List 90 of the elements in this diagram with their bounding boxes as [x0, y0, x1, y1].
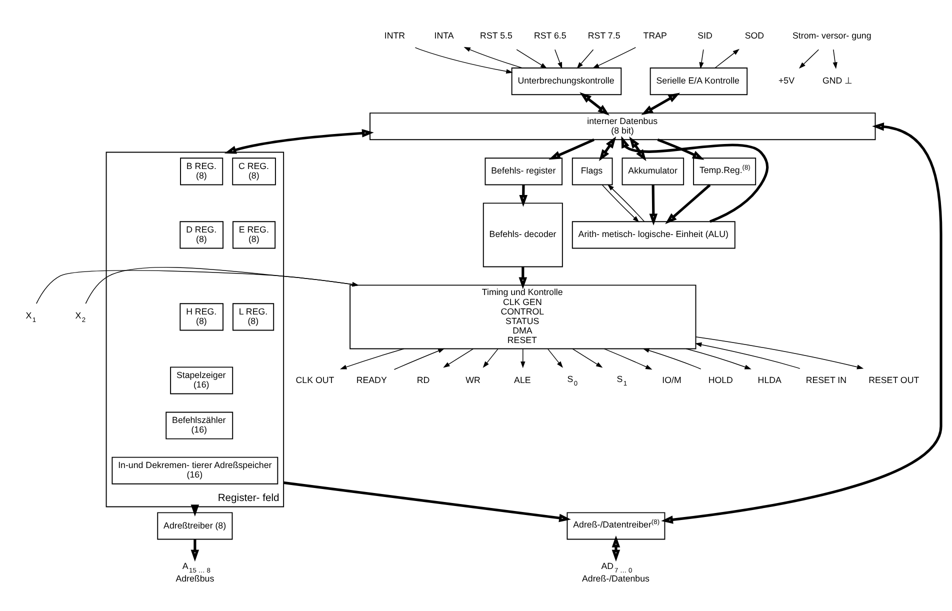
node-text: IO/M: [662, 374, 682, 385]
node-text: SOD: [744, 30, 764, 41]
arrow: [695, 336, 864, 370]
node-text: RESET OUT: [868, 374, 920, 385]
node-box: Stapelzeiger (16): [170, 366, 234, 394]
node-text: GND ⊥: [822, 76, 853, 86]
node-box: Adreßtreiber (8): [157, 512, 233, 540]
node-box: Timing und Kontrolle CLK GEN CONTROL STATUS DMA RESET: [350, 284, 696, 350]
arrow: [576, 49, 594, 69]
node-text: RST 6.5: [534, 30, 566, 41]
node-box: Temp.Reg.$^{(8)}$: [693, 158, 756, 186]
node-box: Arith- metisch- logische- Einheit (ALU): [572, 221, 736, 249]
node-box: Serielle E/A Kontrolle: [650, 68, 748, 96]
node-text: X$_{2}$: [75, 310, 86, 324]
arrow: [283, 481, 571, 522]
node-text: CLK OUT: [296, 374, 334, 385]
arrow: [657, 138, 704, 160]
arrow: [699, 49, 704, 69]
node-text: Strom- versor- gung: [792, 30, 872, 41]
node-box: interner Datenbus (8 bit): [370, 112, 876, 140]
arrow: [592, 47, 636, 68]
arrow: [520, 348, 526, 368]
node-text: RESET IN: [806, 374, 847, 385]
node-text: INTR: [384, 30, 406, 41]
node-box: Adreß-/Datentreiber$^{(8)}$: [566, 512, 666, 540]
arrow: [661, 122, 942, 524]
node-box: Befehls- register: [484, 158, 563, 186]
node-box: C REG. (8): [232, 158, 276, 186]
arrow: [36, 270, 359, 304]
arrow: [686, 348, 752, 370]
node-box: Akkumulator: [622, 158, 684, 186]
arrow: [518, 266, 528, 290]
node-text: A$_{15 … 8}$ Adreßbus: [176, 560, 214, 584]
arrow: [604, 348, 652, 370]
node-text: RST 5.5: [480, 30, 512, 41]
node-text: AD$_{7 … 0}$ Adreß-/Datenbus: [582, 560, 650, 584]
arrow: [190, 539, 200, 562]
arrow: [340, 348, 404, 370]
arrow: [798, 49, 820, 69]
arrow: [224, 129, 374, 154]
arrow: [629, 136, 646, 162]
node-box: D REG. (8): [180, 221, 224, 249]
arrow: [832, 49, 838, 69]
arrow: [649, 185, 658, 226]
arrow: [695, 342, 800, 369]
node-text: READY: [356, 374, 387, 385]
arrow: [394, 348, 445, 370]
node-text: S$_{1}$: [616, 374, 628, 388]
node-text: S$_{0}$: [567, 374, 578, 388]
arrow: [598, 136, 616, 162]
arrow: [642, 348, 702, 370]
node-text: SID: [698, 30, 712, 41]
node-box: L REG. (8): [232, 303, 274, 331]
arrow: [621, 136, 769, 223]
arrow: [516, 49, 548, 69]
node-text: +5V: [778, 76, 795, 86]
node-text: TRAP: [643, 30, 667, 41]
node-text: WR: [466, 374, 480, 385]
arrow: [714, 48, 740, 68]
node-box: H REG. (8): [180, 303, 224, 331]
node-box: Flags: [572, 158, 613, 186]
arrow: [464, 46, 523, 68]
node-text: HLDA: [758, 374, 782, 385]
arrow: [482, 348, 498, 368]
node-text: X$_{1}$: [26, 310, 36, 324]
node-box: Unterbrechungskontrolle: [511, 68, 622, 96]
node-box: In-und Dekremen- tierer Adreßspeicher (16): [112, 456, 278, 484]
node-box: B REG. (8): [180, 158, 224, 186]
node-text: RD: [416, 374, 430, 385]
node-text: RST 7.5: [588, 30, 620, 41]
arrow: [85, 267, 359, 304]
arrow: [519, 185, 528, 207]
arrow: [548, 138, 595, 160]
arrow: [572, 348, 603, 368]
node-text: ALE: [514, 374, 531, 385]
node-box: E REG. (8): [232, 221, 276, 249]
arrow: [554, 49, 562, 69]
arrow: [443, 348, 474, 368]
node-box: Befehls- decoder: [482, 202, 563, 268]
node-text: HOLD: [708, 374, 733, 385]
arrow: [548, 348, 563, 368]
node-text: INTA: [434, 30, 454, 41]
arrow: [607, 184, 645, 222]
arrow: [641, 92, 680, 115]
node-box: Befehlszähler (16): [166, 412, 234, 440]
arrow: [612, 535, 620, 562]
arrow: [665, 184, 711, 224]
arrow: [602, 184, 640, 222]
arrow: [414, 47, 513, 74]
arrow: [580, 92, 610, 116]
